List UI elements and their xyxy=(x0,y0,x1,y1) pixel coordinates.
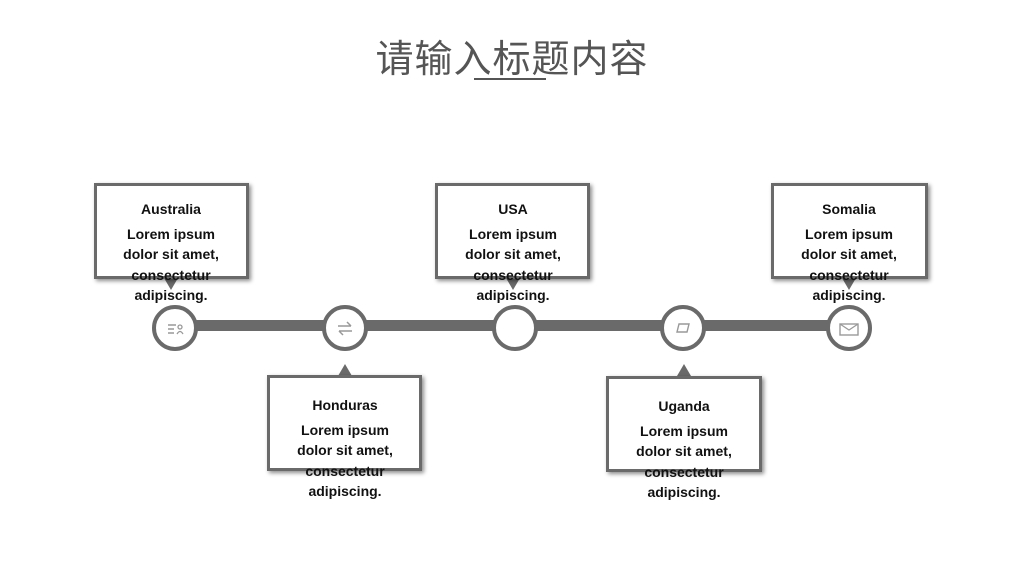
envelope-icon xyxy=(839,323,859,336)
country-label: Honduras xyxy=(312,397,378,413)
card-usa xyxy=(435,183,590,279)
pointer-somalia xyxy=(842,278,856,290)
timeline-node-5 xyxy=(826,305,872,351)
card-text-usa: USA Lorem ipsum dolor sit amet, consecte… xyxy=(437,199,589,306)
card-text-uganda: Uganda Lorem ipsum dolor sit amet, conse… xyxy=(608,396,760,503)
page-title: 请输入标题内容 xyxy=(375,37,649,81)
description-text: Lorem ipsum dolor sit amet, consectetur … xyxy=(297,421,393,500)
card-text-honduras: Honduras Lorem ipsum dolor sit amet, con… xyxy=(269,395,421,502)
card-text-somalia: Somalia Lorem ipsum dolor sit amet, cons… xyxy=(772,199,926,306)
description-text: Lorem ipsum dolor sit amet, consectetur … xyxy=(801,225,897,304)
contact-card-icon xyxy=(168,324,184,335)
pointer-australia xyxy=(164,278,178,290)
timeline-node-4 xyxy=(660,305,706,351)
country-label: Somalia xyxy=(822,201,876,217)
card-text-australia: Australia Lorem ipsum dolor sit amet, co… xyxy=(95,199,247,306)
card-uganda xyxy=(606,376,762,472)
card-australia xyxy=(94,183,249,279)
blank-icon xyxy=(505,318,525,338)
card-somalia xyxy=(771,183,928,279)
card-honduras xyxy=(267,375,422,471)
title-underline xyxy=(474,78,546,80)
timeline-node-1 xyxy=(152,305,198,351)
country-label: Australia xyxy=(141,201,201,217)
description-text: Lorem ipsum dolor sit amet, consectetur … xyxy=(465,225,561,304)
pointer-honduras xyxy=(338,364,352,376)
tag-icon xyxy=(676,323,690,333)
transfer-arrows-icon xyxy=(338,321,352,336)
description-text: Lorem ipsum dolor sit amet, consectetur … xyxy=(123,225,219,304)
timeline-node-3 xyxy=(492,305,538,351)
timeline-node-2 xyxy=(322,305,368,351)
description-text: Lorem ipsum dolor sit amet, consectetur … xyxy=(636,422,732,501)
pointer-uganda xyxy=(677,364,691,376)
country-label: USA xyxy=(498,201,528,217)
pointer-usa xyxy=(506,278,520,290)
country-label: Uganda xyxy=(658,398,710,414)
